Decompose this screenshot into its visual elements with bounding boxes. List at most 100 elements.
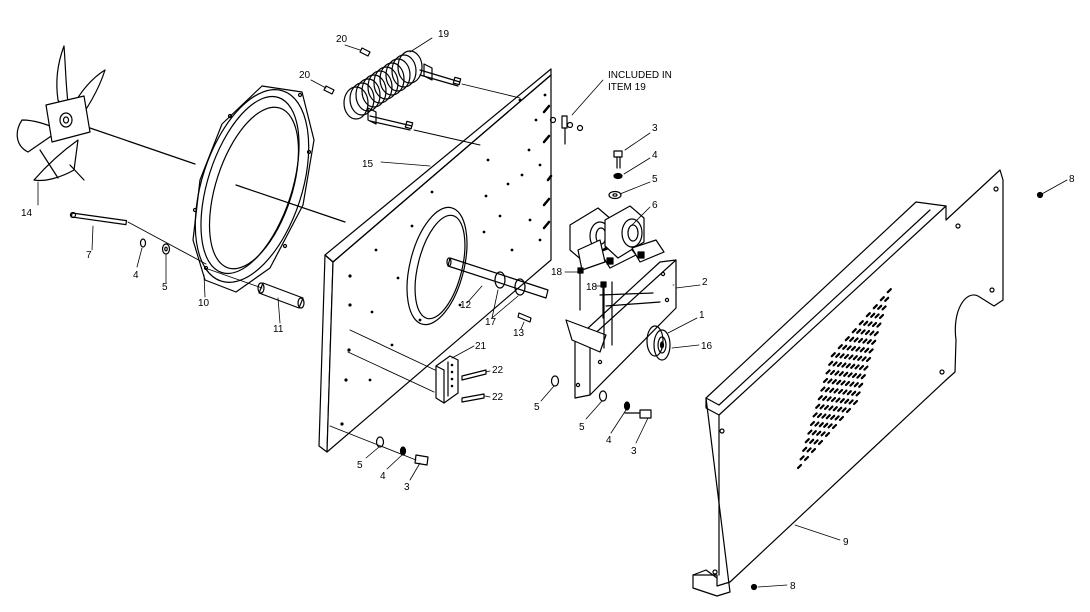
vent-slot: [832, 406, 838, 412]
callout-labels: 20 19 20 INCLUDED IN ITEM 19 15 3 4 5 6 …: [21, 29, 1075, 592]
vent-slot: [872, 304, 878, 310]
callout-22: 22: [492, 365, 504, 376]
vent-slot: [857, 355, 863, 361]
set-screw: [578, 268, 583, 310]
vent-slot: [811, 430, 817, 436]
vent-slot: [825, 369, 831, 375]
callout-5: 5: [652, 174, 658, 185]
callout-16: 16: [701, 341, 713, 352]
note-included-line2: ITEM 19: [608, 82, 646, 93]
vent-slot: [799, 455, 805, 461]
vent-slot: [876, 322, 882, 328]
vent-slot: [856, 373, 862, 379]
terminal-block: [436, 356, 458, 403]
vent-slot: [857, 337, 864, 344]
vent-slot: [851, 328, 857, 334]
callout-3: 3: [652, 123, 658, 134]
callout-19: 19: [438, 29, 450, 40]
callout-8: 8: [790, 581, 796, 592]
vent-slot: [841, 362, 847, 368]
vent-slot: [821, 413, 827, 419]
callout-18: 18: [586, 282, 598, 293]
pulley: [647, 326, 670, 360]
vent-slot: [829, 387, 835, 393]
vent-slot: [809, 438, 815, 444]
vent-slot: [846, 345, 852, 351]
callout-2: 2: [702, 277, 708, 288]
vent-slot: [861, 356, 867, 362]
vent-slot: [866, 339, 872, 345]
vent-slot: [865, 312, 871, 318]
lock-washer: [614, 174, 622, 179]
vent-slot: [844, 336, 850, 342]
cap-screw: [614, 151, 622, 168]
fan-shroud: [174, 75, 331, 296]
spacer-tube: [258, 283, 304, 308]
vent-slot: [849, 336, 855, 342]
vent-slot: [858, 364, 865, 371]
callout-5: 5: [534, 402, 540, 413]
vent-slot: [815, 403, 821, 409]
vent-slot: [870, 312, 876, 318]
note-included-line1: INCLUDED IN: [608, 70, 672, 81]
vent-slot: [864, 347, 870, 353]
vent-slot: [796, 463, 803, 470]
vent-slot: [856, 328, 862, 334]
callout-15: 15: [362, 159, 374, 170]
callout-5: 5: [357, 460, 363, 471]
vent-slot: [847, 372, 853, 378]
vent-slot: [881, 305, 887, 311]
callout-5: 5: [579, 422, 585, 433]
vent-slot: [852, 355, 858, 361]
vent-slot: [855, 391, 861, 397]
callout-12: 12: [460, 300, 472, 311]
vent-slot: [824, 387, 830, 393]
callout-9: 9: [843, 537, 849, 548]
vent-slot: [829, 369, 836, 376]
vent-slot: [820, 386, 826, 392]
vent-slot: [849, 381, 855, 387]
flat-washer: [163, 244, 170, 254]
vent-slot: [843, 371, 849, 377]
vent-slot: [822, 377, 829, 384]
shaft-key: [518, 313, 531, 322]
vent-slot: [823, 404, 830, 411]
vent-slot: [835, 352, 841, 358]
vent-slot: [868, 348, 874, 354]
vent-slot: [848, 399, 854, 405]
vent-slot: [864, 329, 871, 336]
flat-washer: [377, 437, 384, 447]
callout-20: 20: [299, 70, 311, 81]
callout-3: 3: [631, 446, 637, 457]
vent-slot: [879, 296, 885, 302]
vent-slot: [877, 304, 883, 310]
vent-slot: [842, 389, 848, 395]
vent-slot: [862, 338, 868, 344]
vent-slot: [858, 382, 864, 388]
vent-slot: [869, 330, 875, 336]
vent-slot: [839, 353, 845, 359]
vent-slot: [817, 439, 824, 446]
vent-slot: [860, 374, 866, 380]
vent-slot: [836, 361, 843, 368]
coil-screw-left: [324, 86, 334, 94]
vent-slot: [838, 371, 844, 377]
vent-slot: [841, 407, 847, 413]
leader-lines: [37, 37, 1068, 588]
vent-slot: [819, 404, 825, 410]
vent-slot: [871, 339, 877, 345]
vent-slot: [865, 356, 872, 363]
vent-slot: [824, 431, 831, 438]
callout-17: 17: [485, 317, 497, 328]
callout-7: 7: [86, 250, 92, 261]
callout-11: 11: [273, 324, 284, 335]
vent-slot: [813, 439, 819, 445]
vent-slot: [802, 446, 808, 452]
callout-5: 5: [162, 282, 168, 293]
callout-4: 4: [606, 435, 612, 446]
vent-slot: [830, 414, 836, 420]
coil-screw-upper: [360, 48, 370, 56]
vent-slot: [844, 380, 851, 387]
vent-slot: [852, 399, 859, 406]
